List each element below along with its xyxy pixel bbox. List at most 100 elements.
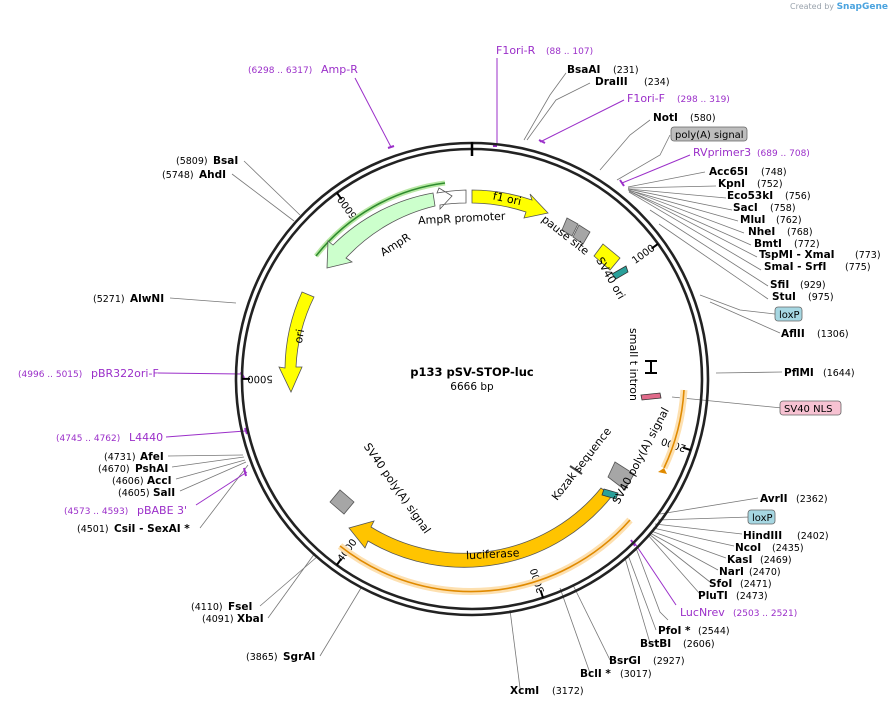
primer-label-pbr322ori-f: pBR322ori-F	[91, 367, 159, 380]
primer-range-pbr322ori-f: (4996 .. 5015)	[18, 370, 82, 380]
enzyme-pos: (756)	[785, 191, 811, 202]
enzyme-name: FseI	[228, 601, 252, 613]
tick-label: 1000	[630, 243, 657, 267]
enzyme-name: SmaI - SrfI	[764, 261, 826, 273]
f1-ori-arrow	[471, 189, 549, 219]
enzyme-name: PflMI	[784, 367, 814, 379]
enzyme-pos: (5271)	[93, 294, 125, 305]
enzyme-pos: (4110)	[191, 602, 223, 613]
enzyme-name: TspMI - XmaI	[759, 249, 835, 261]
boxed-label-loxp-1: loxP	[779, 310, 800, 321]
enzyme-pos: (4501)	[77, 524, 109, 535]
enzyme-name: CsiI - SexAI *	[114, 523, 190, 535]
enzyme-pos: (768)	[787, 227, 813, 238]
boxed-label-polya: poly(A) signal	[675, 130, 744, 141]
ampr-promoter-arrow	[436, 187, 467, 211]
primer-label-rvprimer3: RVprimer3	[693, 146, 751, 159]
enzyme-name: StuI	[772, 291, 796, 303]
primer-range-lucnrev: (2503 .. 2521)	[733, 609, 797, 619]
enzyme-pos: (2473)	[736, 591, 768, 602]
enzyme-pos: (5809)	[176, 156, 208, 167]
enzyme-name: SgrAI	[283, 651, 315, 663]
enzyme-name: NcoI	[735, 542, 761, 554]
enzyme-name: DraIII	[595, 76, 628, 88]
snapgene-credit: Created by SnapGene	[790, 2, 888, 12]
enzyme-name: KasI	[727, 554, 752, 566]
enzyme-name: AccI	[147, 475, 171, 487]
enzyme-name: AlwNI	[130, 293, 164, 305]
leader-lines	[167, 72, 783, 689]
primer-label-pbabe3: pBABE 3'	[137, 504, 187, 517]
feature-arcs	[278, 180, 688, 596]
enzyme-pos: (762)	[776, 215, 802, 226]
boxed-features: poly(A) signal loxP SV40 NLS loxP	[670, 126, 842, 525]
feature-label-luciferase: luciferase	[466, 546, 520, 562]
enzyme-name: AfeI	[140, 451, 164, 463]
small-t-intron-mark	[645, 360, 657, 374]
feature-label-ampr-promoter: AmpR promoter	[418, 210, 506, 228]
enzyme-pos: (748)	[761, 167, 787, 178]
primer-label-amp-r: Amp-R	[321, 63, 358, 76]
plasmid-size: 6666 bp	[450, 381, 494, 393]
enzyme-name: BsaI	[213, 155, 238, 167]
primer-label-f1ori-f: F1ori-F	[627, 92, 665, 105]
primer-range-pbabe3: (4573 .. 4593)	[64, 507, 128, 517]
enzyme-name: XcmI	[510, 685, 539, 697]
primer-label-f1ori-r: F1ori-R	[496, 44, 536, 57]
ori-arrow	[278, 291, 315, 393]
enzyme-name: Eco53kI	[727, 190, 773, 202]
feature-label-small-t-intron: small t intron	[627, 328, 640, 401]
enzyme-name: PluTI	[698, 590, 728, 602]
enzyme-pos: (2435)	[772, 543, 804, 554]
enzyme-pos: (2402)	[797, 531, 829, 542]
primer-range-f1ori-r: (88 .. 107)	[546, 47, 593, 57]
enzyme-name: SfoI	[709, 578, 732, 590]
enzyme-pos: (5748)	[162, 170, 194, 181]
primer-range-rvprimer3: (689 .. 708)	[757, 149, 810, 159]
enzyme-name: XbaI	[237, 613, 264, 625]
primer-label-lucnrev: LucNrev	[680, 606, 725, 619]
enzyme-labels: BsaAI DraIII NotI Acc65I KpnI Eco53kI Sa…	[77, 64, 881, 697]
enzyme-name: KpnI	[718, 178, 745, 190]
enzyme-name: SalI	[153, 487, 175, 499]
credit-prefix: Created by	[790, 2, 835, 11]
luciferase-arrow	[348, 487, 613, 568]
enzyme-pos: (4731)	[104, 452, 136, 463]
enzyme-pos: (2362)	[796, 494, 828, 505]
enzyme-pos: (773)	[855, 250, 881, 261]
enzyme-name: Acc65I	[709, 166, 748, 178]
enzyme-pos: (2544)	[698, 626, 730, 637]
tick-mark	[539, 589, 544, 599]
enzyme-pos: (580)	[690, 113, 716, 124]
feature-label-ampr: AmpR	[378, 230, 413, 259]
primer-range-amp-r: (6298 .. 6317)	[248, 66, 312, 76]
primer-range-l4440: (4745 .. 4762)	[56, 434, 120, 444]
enzyme-pos: (4605)	[118, 488, 150, 499]
enzyme-pos: (975)	[808, 292, 834, 303]
enzyme-name: HindIII	[743, 530, 782, 542]
primer-label-l4440: L4440	[129, 431, 163, 444]
enzyme-name: BclI *	[580, 668, 611, 680]
tick-mark	[335, 557, 343, 566]
enzyme-pos: (1306)	[817, 329, 849, 340]
enzyme-pos: (758)	[770, 203, 796, 214]
plasmid-name: p133 pSV-STOP-luc	[410, 365, 534, 379]
sv40-ori-box	[593, 243, 621, 271]
enzyme-name: SacI	[733, 202, 758, 214]
enzyme-pos: (772)	[794, 239, 820, 250]
boxed-label-sv40-nls: SV40 NLS	[784, 404, 833, 415]
enzyme-name: PfoI *	[658, 625, 691, 637]
enzyme-name: AhdI	[199, 169, 226, 181]
enzyme-pos: (231)	[613, 65, 639, 76]
enzyme-pos: (3172)	[552, 686, 584, 697]
tick-mark	[336, 192, 343, 200]
primer-labels: F1ori-R (88 .. 107) F1ori-F (298 .. 319)…	[18, 44, 810, 619]
enzyme-pos: (775)	[845, 262, 871, 273]
ampr-arrow	[326, 192, 436, 269]
enzyme-pos: (2606)	[683, 639, 715, 650]
snapgene-logo: SnapGene	[836, 2, 888, 12]
enzyme-pos: (4670)	[98, 464, 130, 475]
primer-lines	[157, 58, 691, 606]
tick-mark	[682, 446, 692, 452]
